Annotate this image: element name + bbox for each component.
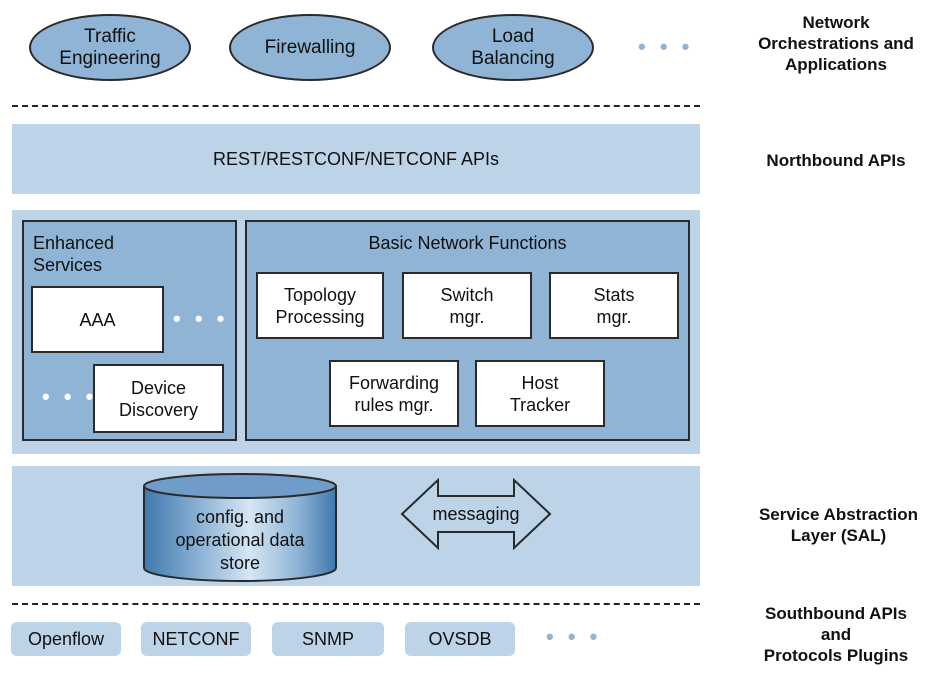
basic-network-functions-title: Basic Network Functions	[368, 233, 567, 253]
messaging-double-arrow-icon	[400, 478, 552, 550]
function-switch-mgr: Switch mgr.	[402, 272, 532, 339]
enhanced-more-dots-left: • • •	[42, 384, 98, 409]
label-northbound: Northbound APIs	[766, 151, 906, 170]
southbound-more-dots: • • •	[546, 624, 602, 649]
northbound-api-label: REST/RESTCONF/NETCONF APIs	[212, 148, 500, 169]
function-forwarding-rules-mgr: Forwarding rules mgr.	[329, 360, 459, 427]
plugin-netconf: NETCONF	[141, 622, 251, 656]
datastore-label: config. and operational data store	[175, 506, 305, 573]
enhanced-services-title: Enhanced Services	[33, 233, 115, 275]
label-applications: Network Orchestrations and Applications	[758, 13, 914, 74]
app-traffic-engineering: Traffic Engineering	[29, 14, 191, 81]
label-southbound: Southbound APIs and Protocols Plugins	[763, 604, 909, 665]
sal-band	[12, 466, 700, 586]
plugin-snmp: SNMP	[272, 622, 384, 656]
applications-more-dots: • • •	[638, 34, 694, 59]
divider-applications	[12, 105, 700, 107]
function-host-tracker: Host Tracker	[475, 360, 605, 427]
app-load-balancing: Load Balancing	[432, 14, 594, 81]
service-aaa: AAA	[31, 286, 164, 353]
northbound-api-band: REST/RESTCONF/NETCONF APIs	[12, 124, 700, 194]
label-sal: Service Abstraction Layer (SAL)	[758, 505, 919, 545]
app-firewalling: Firewalling	[229, 14, 391, 81]
service-device-discovery: Device Discovery	[93, 364, 224, 433]
function-stats-mgr: Stats mgr.	[549, 272, 679, 339]
plugin-openflow: Openflow	[11, 622, 121, 656]
enhanced-more-dots-right: • • •	[173, 306, 229, 331]
function-topology-processing: Topology Processing	[256, 272, 384, 339]
plugin-ovsdb: OVSDB	[405, 622, 515, 656]
divider-southbound	[12, 603, 700, 605]
messaging-label: messaging	[432, 503, 520, 524]
datastore-cylinder-icon	[143, 473, 337, 582]
